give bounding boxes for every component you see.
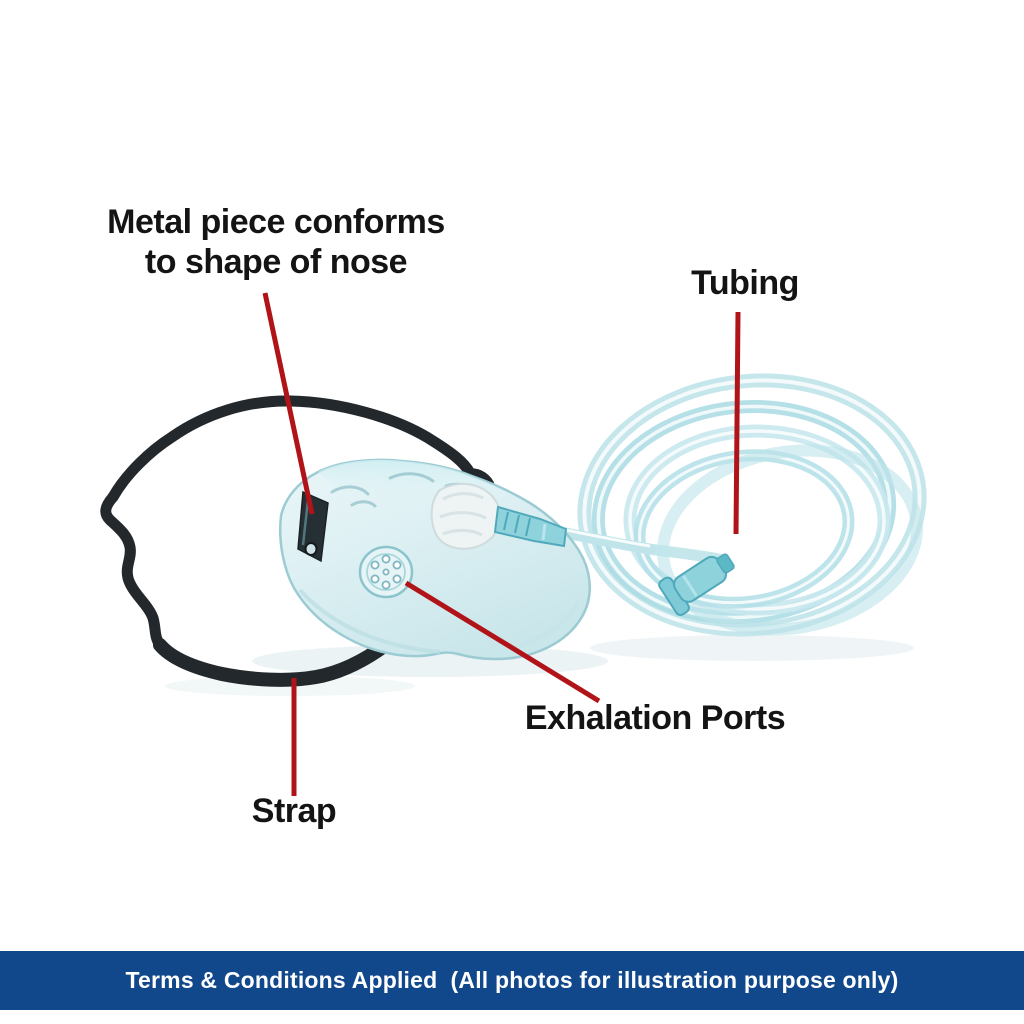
nozzle-adapter (493, 505, 568, 548)
callout-lines (262, 292, 741, 796)
tubing-end-connector (658, 553, 735, 616)
label-metal-piece-line1: Metal piece conforms (107, 203, 445, 241)
mask-body (279, 458, 591, 661)
label-metal-piece-line2: to shape of nose (144, 243, 408, 282)
label-strap: Strap (251, 792, 337, 830)
swivel-connector (430, 482, 502, 550)
footer-banner: Terms & Conditions Applied (All photos f… (0, 951, 1024, 1010)
strap-upper (107, 395, 476, 503)
label-tubing: Tubing (691, 264, 799, 302)
strap-left-wave (100, 491, 166, 651)
exhalation-port (358, 545, 414, 599)
label-metal-piece: Metal piece conforms to shape of nose (76, 202, 476, 282)
tubing-lead (560, 527, 656, 555)
strap-lower (153, 637, 394, 687)
label-exhalation-ports: Exhalation Ports (524, 699, 786, 737)
footer-banner-text: Terms & Conditions Applied (All photos f… (125, 967, 899, 993)
metal-nose-piece (297, 490, 329, 563)
callout-line-exhalation-ports (404, 580, 601, 704)
exhalation-port-holes (370, 554, 402, 590)
tubing-coil (577, 373, 927, 637)
callout-line-tubing (733, 311, 741, 535)
callout-line-metal-piece (262, 292, 315, 515)
